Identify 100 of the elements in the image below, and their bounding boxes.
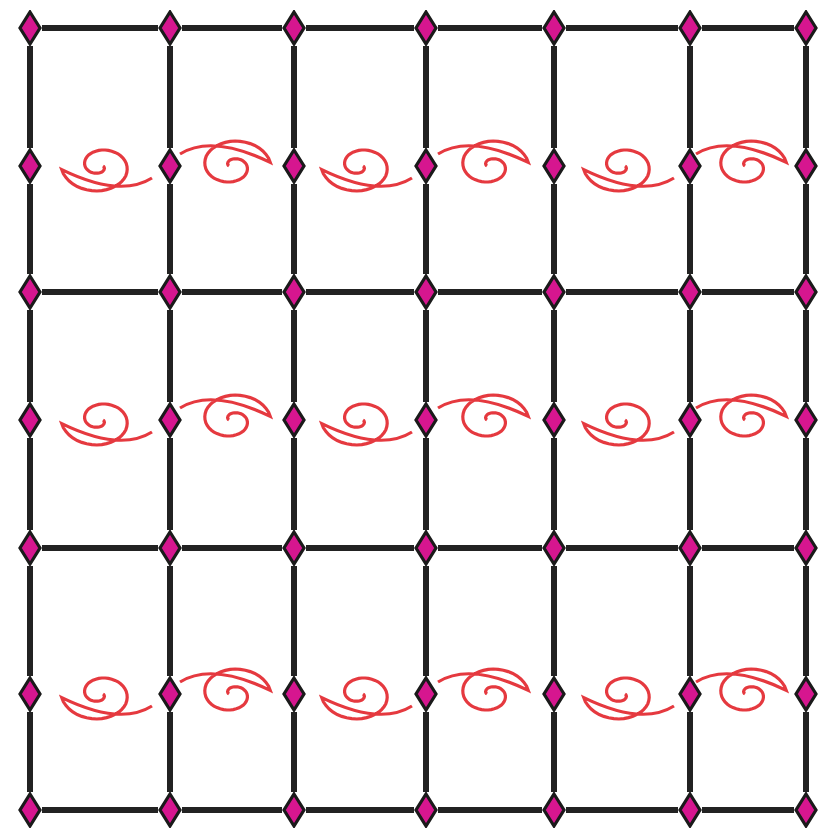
connector-line xyxy=(566,289,678,295)
connector-line xyxy=(42,289,158,295)
diamond-node xyxy=(794,792,818,828)
connector-line xyxy=(551,566,557,676)
connector-line xyxy=(42,545,158,551)
diamond-node xyxy=(414,402,438,438)
diamond-node xyxy=(542,402,566,438)
connector-line xyxy=(306,545,414,551)
diamond-node xyxy=(282,402,306,438)
connector-line xyxy=(702,807,794,813)
diamond-node xyxy=(158,530,182,566)
connector-line xyxy=(803,184,809,274)
diamond-node xyxy=(542,792,566,828)
diamond-node xyxy=(678,402,702,438)
connector-line xyxy=(167,46,173,148)
connector-line xyxy=(438,807,542,813)
connector-line xyxy=(167,438,173,530)
connector-line xyxy=(167,310,173,402)
diamond-node xyxy=(18,530,42,566)
connector-line xyxy=(687,566,693,676)
connector-line xyxy=(566,545,678,551)
diamond-node xyxy=(414,792,438,828)
connector-line xyxy=(182,807,282,813)
connector-line xyxy=(291,566,297,676)
connector-line xyxy=(438,545,542,551)
connector-line xyxy=(167,712,173,792)
diamond-node xyxy=(794,676,818,712)
diamond-node xyxy=(18,274,42,310)
diamond-node xyxy=(678,530,702,566)
diamond-node xyxy=(414,10,438,46)
diamond-node xyxy=(542,676,566,712)
connector-line xyxy=(291,46,297,148)
diamond-node xyxy=(282,274,306,310)
connector-line xyxy=(291,712,297,792)
diamond-node xyxy=(542,10,566,46)
diamond-node xyxy=(678,10,702,46)
connector-line xyxy=(27,310,33,402)
diamond-node xyxy=(158,148,182,184)
diamond-node xyxy=(542,530,566,566)
connector-line xyxy=(306,807,414,813)
connector-line xyxy=(291,310,297,402)
connector-line xyxy=(291,438,297,530)
connector-line xyxy=(423,310,429,402)
connector-line xyxy=(423,438,429,530)
connector-line xyxy=(167,566,173,676)
connector-line xyxy=(423,46,429,148)
connector-line xyxy=(803,310,809,402)
connector-line xyxy=(551,184,557,274)
connector-line xyxy=(182,545,282,551)
connector-line xyxy=(27,712,33,792)
connector-line xyxy=(687,310,693,402)
connector-line xyxy=(702,545,794,551)
connector-line xyxy=(306,25,414,31)
diamond-node xyxy=(414,530,438,566)
diamond-node xyxy=(542,148,566,184)
connector-line xyxy=(687,438,693,530)
connector-line xyxy=(182,25,282,31)
connector-line xyxy=(566,25,678,31)
diamond-node xyxy=(282,10,306,46)
connector-line xyxy=(42,807,158,813)
diamond-node xyxy=(542,274,566,310)
connector-line xyxy=(182,289,282,295)
connector-line xyxy=(687,46,693,148)
diamond-node xyxy=(282,676,306,712)
connector-line xyxy=(702,289,794,295)
diamond-node xyxy=(158,792,182,828)
connector-line xyxy=(27,566,33,676)
connector-line xyxy=(551,438,557,530)
connector-line xyxy=(27,184,33,274)
diamond-node xyxy=(414,676,438,712)
diamond-node xyxy=(794,10,818,46)
connector-line xyxy=(803,566,809,676)
connector-line xyxy=(566,807,678,813)
connector-line xyxy=(423,184,429,274)
connector-line xyxy=(803,438,809,530)
connector-line xyxy=(551,46,557,148)
diamond-node xyxy=(158,10,182,46)
diamond-node xyxy=(414,274,438,310)
connector-line xyxy=(291,184,297,274)
diamond-node xyxy=(158,676,182,712)
connector-line xyxy=(702,25,794,31)
diamond-node xyxy=(18,676,42,712)
connector-line xyxy=(438,289,542,295)
diamond-node xyxy=(18,148,42,184)
connector-line xyxy=(42,25,158,31)
connector-line xyxy=(803,712,809,792)
connector-line xyxy=(167,184,173,274)
connector-line xyxy=(27,46,33,148)
diamond-node xyxy=(18,402,42,438)
connector-line xyxy=(306,289,414,295)
diamond-node xyxy=(414,148,438,184)
diamond-node xyxy=(158,402,182,438)
connector-line xyxy=(423,712,429,792)
diamond-node xyxy=(282,792,306,828)
diamond-node xyxy=(678,274,702,310)
diamond-node xyxy=(18,10,42,46)
diamond-node xyxy=(282,148,306,184)
connector-line xyxy=(551,310,557,402)
connector-line xyxy=(27,438,33,530)
connector-line xyxy=(438,25,542,31)
